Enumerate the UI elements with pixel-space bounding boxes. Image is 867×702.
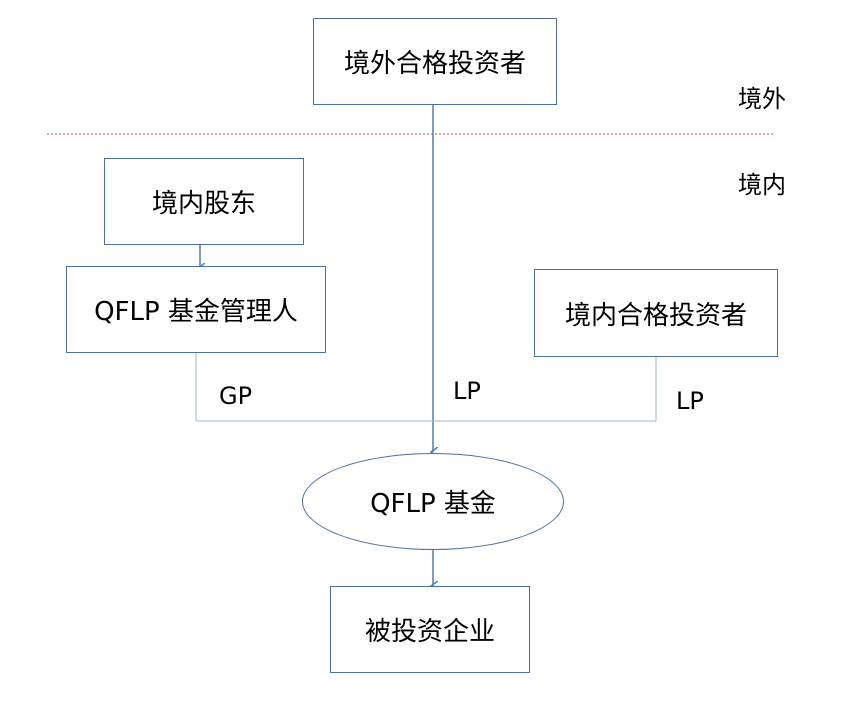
region-label-domestic: 境内 [738,171,786,199]
edge-label-lp-center: LP [453,377,481,405]
region-label-overseas: 境外 [738,85,786,113]
edge-label-gp: GP [219,382,253,410]
node-domestic-investor: 境内合格投资者 [534,269,778,357]
node-domestic-shareholder: 境内股东 [104,158,304,245]
edge-label-lp-right: LP [676,387,704,415]
node-investee: 被投资企业 [330,586,530,673]
node-qflp-manager: QFLP 基金管理人 [66,266,326,353]
node-overseas-investor: 境外合格投资者 [313,18,557,105]
node-qflp-fund: QFLP 基金 [302,453,564,550]
